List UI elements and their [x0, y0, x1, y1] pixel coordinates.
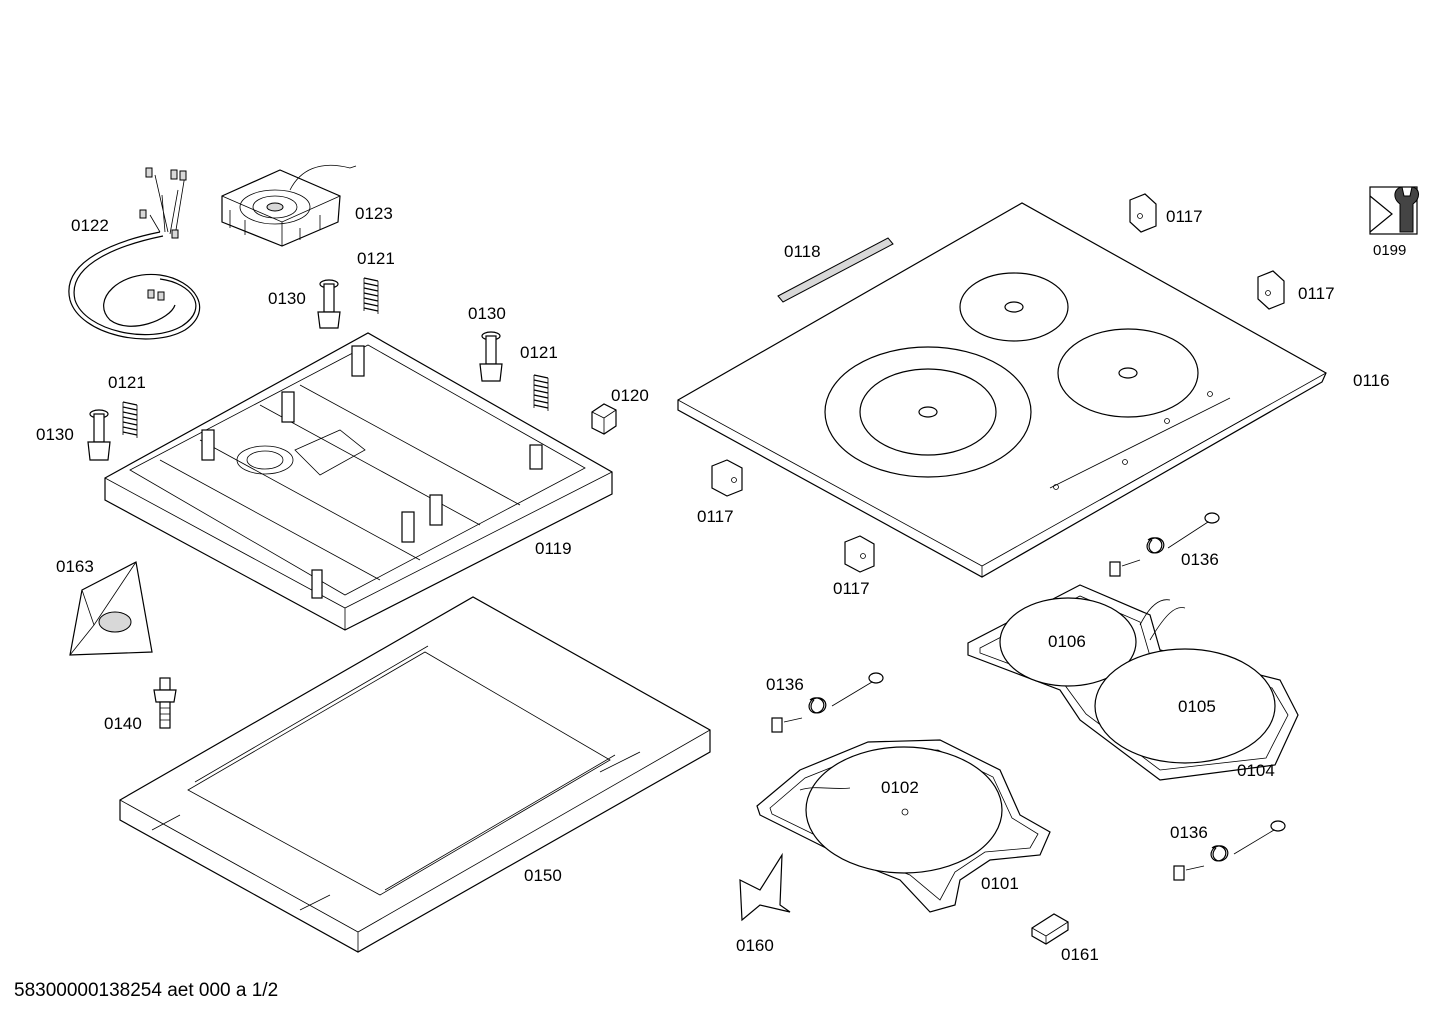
label-0119: 0119 — [535, 539, 572, 558]
document-footer: 58300000138254 aet 000 a 1/2 — [14, 980, 279, 1001]
part-0121-spring-3 — [122, 401, 138, 438]
label-0130-b: 0130 — [468, 304, 506, 323]
label-0118: 0118 — [784, 242, 821, 261]
label-0123: 0123 — [355, 204, 393, 223]
label-0117-a: 0117 — [1166, 207, 1203, 226]
part-0136-sensor-1 — [1109, 512, 1220, 577]
part-0117-clip-3 — [711, 459, 743, 497]
part-0161-connector — [1031, 913, 1069, 945]
part-0105-coil — [1094, 648, 1276, 764]
label-0101: 0101 — [981, 874, 1019, 893]
label-0160: 0160 — [736, 936, 774, 955]
label-0105: 0105 — [1178, 697, 1216, 716]
label-0150: 0150 — [524, 866, 562, 885]
label-0104: 0104 — [1237, 761, 1275, 780]
part-0119-housing — [104, 332, 613, 631]
part-0106-coil — [999, 597, 1137, 687]
label-0116: 0116 — [1353, 371, 1390, 390]
label-0117-b: 0117 — [1298, 284, 1335, 303]
label-0161: 0161 — [1061, 945, 1099, 964]
label-0140: 0140 — [104, 714, 142, 733]
label-0136-c: 0136 — [1170, 823, 1208, 842]
label-0121-a: 0121 — [357, 249, 395, 268]
label-0121-b: 0121 — [520, 343, 558, 362]
part-0123-fan — [221, 164, 357, 247]
part-0130-foot-3 — [87, 409, 111, 461]
part-0117-clip-1 — [1129, 193, 1157, 233]
label-0199: 0199 — [1373, 242, 1406, 259]
part-0117-clip-4 — [844, 535, 875, 573]
part-0116-glass-cooktop — [677, 202, 1327, 578]
label-0106: 0106 — [1048, 632, 1086, 651]
part-0121-spring-1 — [363, 277, 379, 314]
label-0121-c: 0121 — [108, 373, 146, 392]
part-0136-sensor-2 — [771, 672, 884, 733]
label-0122: 0122 — [71, 216, 109, 235]
label-0102: 0102 — [881, 778, 919, 797]
part-0130-foot-1 — [317, 279, 341, 329]
label-0130-c: 0130 — [36, 425, 74, 444]
wrench-icon — [1369, 186, 1419, 235]
part-0130-foot-2 — [479, 331, 503, 382]
part-0121-spring-2 — [533, 374, 549, 411]
part-0150-frame — [119, 596, 711, 953]
part-0118-strip — [777, 237, 894, 303]
part-0160-shield — [739, 852, 791, 922]
part-0102-coil — [799, 746, 1003, 874]
label-0120: 0120 — [611, 386, 649, 405]
label-0117-d: 0117 — [833, 579, 870, 598]
label-0130-a: 0130 — [268, 289, 306, 308]
part-0163-bag — [69, 561, 153, 656]
label-0136-b: 0136 — [766, 675, 804, 694]
label-0136-a: 0136 — [1181, 550, 1219, 569]
part-0120-clip — [591, 403, 617, 435]
label-0117-c: 0117 — [697, 507, 734, 526]
label-0163: 0163 — [56, 557, 94, 576]
part-0117-clip-2 — [1257, 270, 1285, 310]
part-0136-sensor-3 — [1173, 820, 1286, 881]
part-0140-bolt — [153, 677, 177, 729]
part-0122-cable-harness — [68, 167, 201, 340]
